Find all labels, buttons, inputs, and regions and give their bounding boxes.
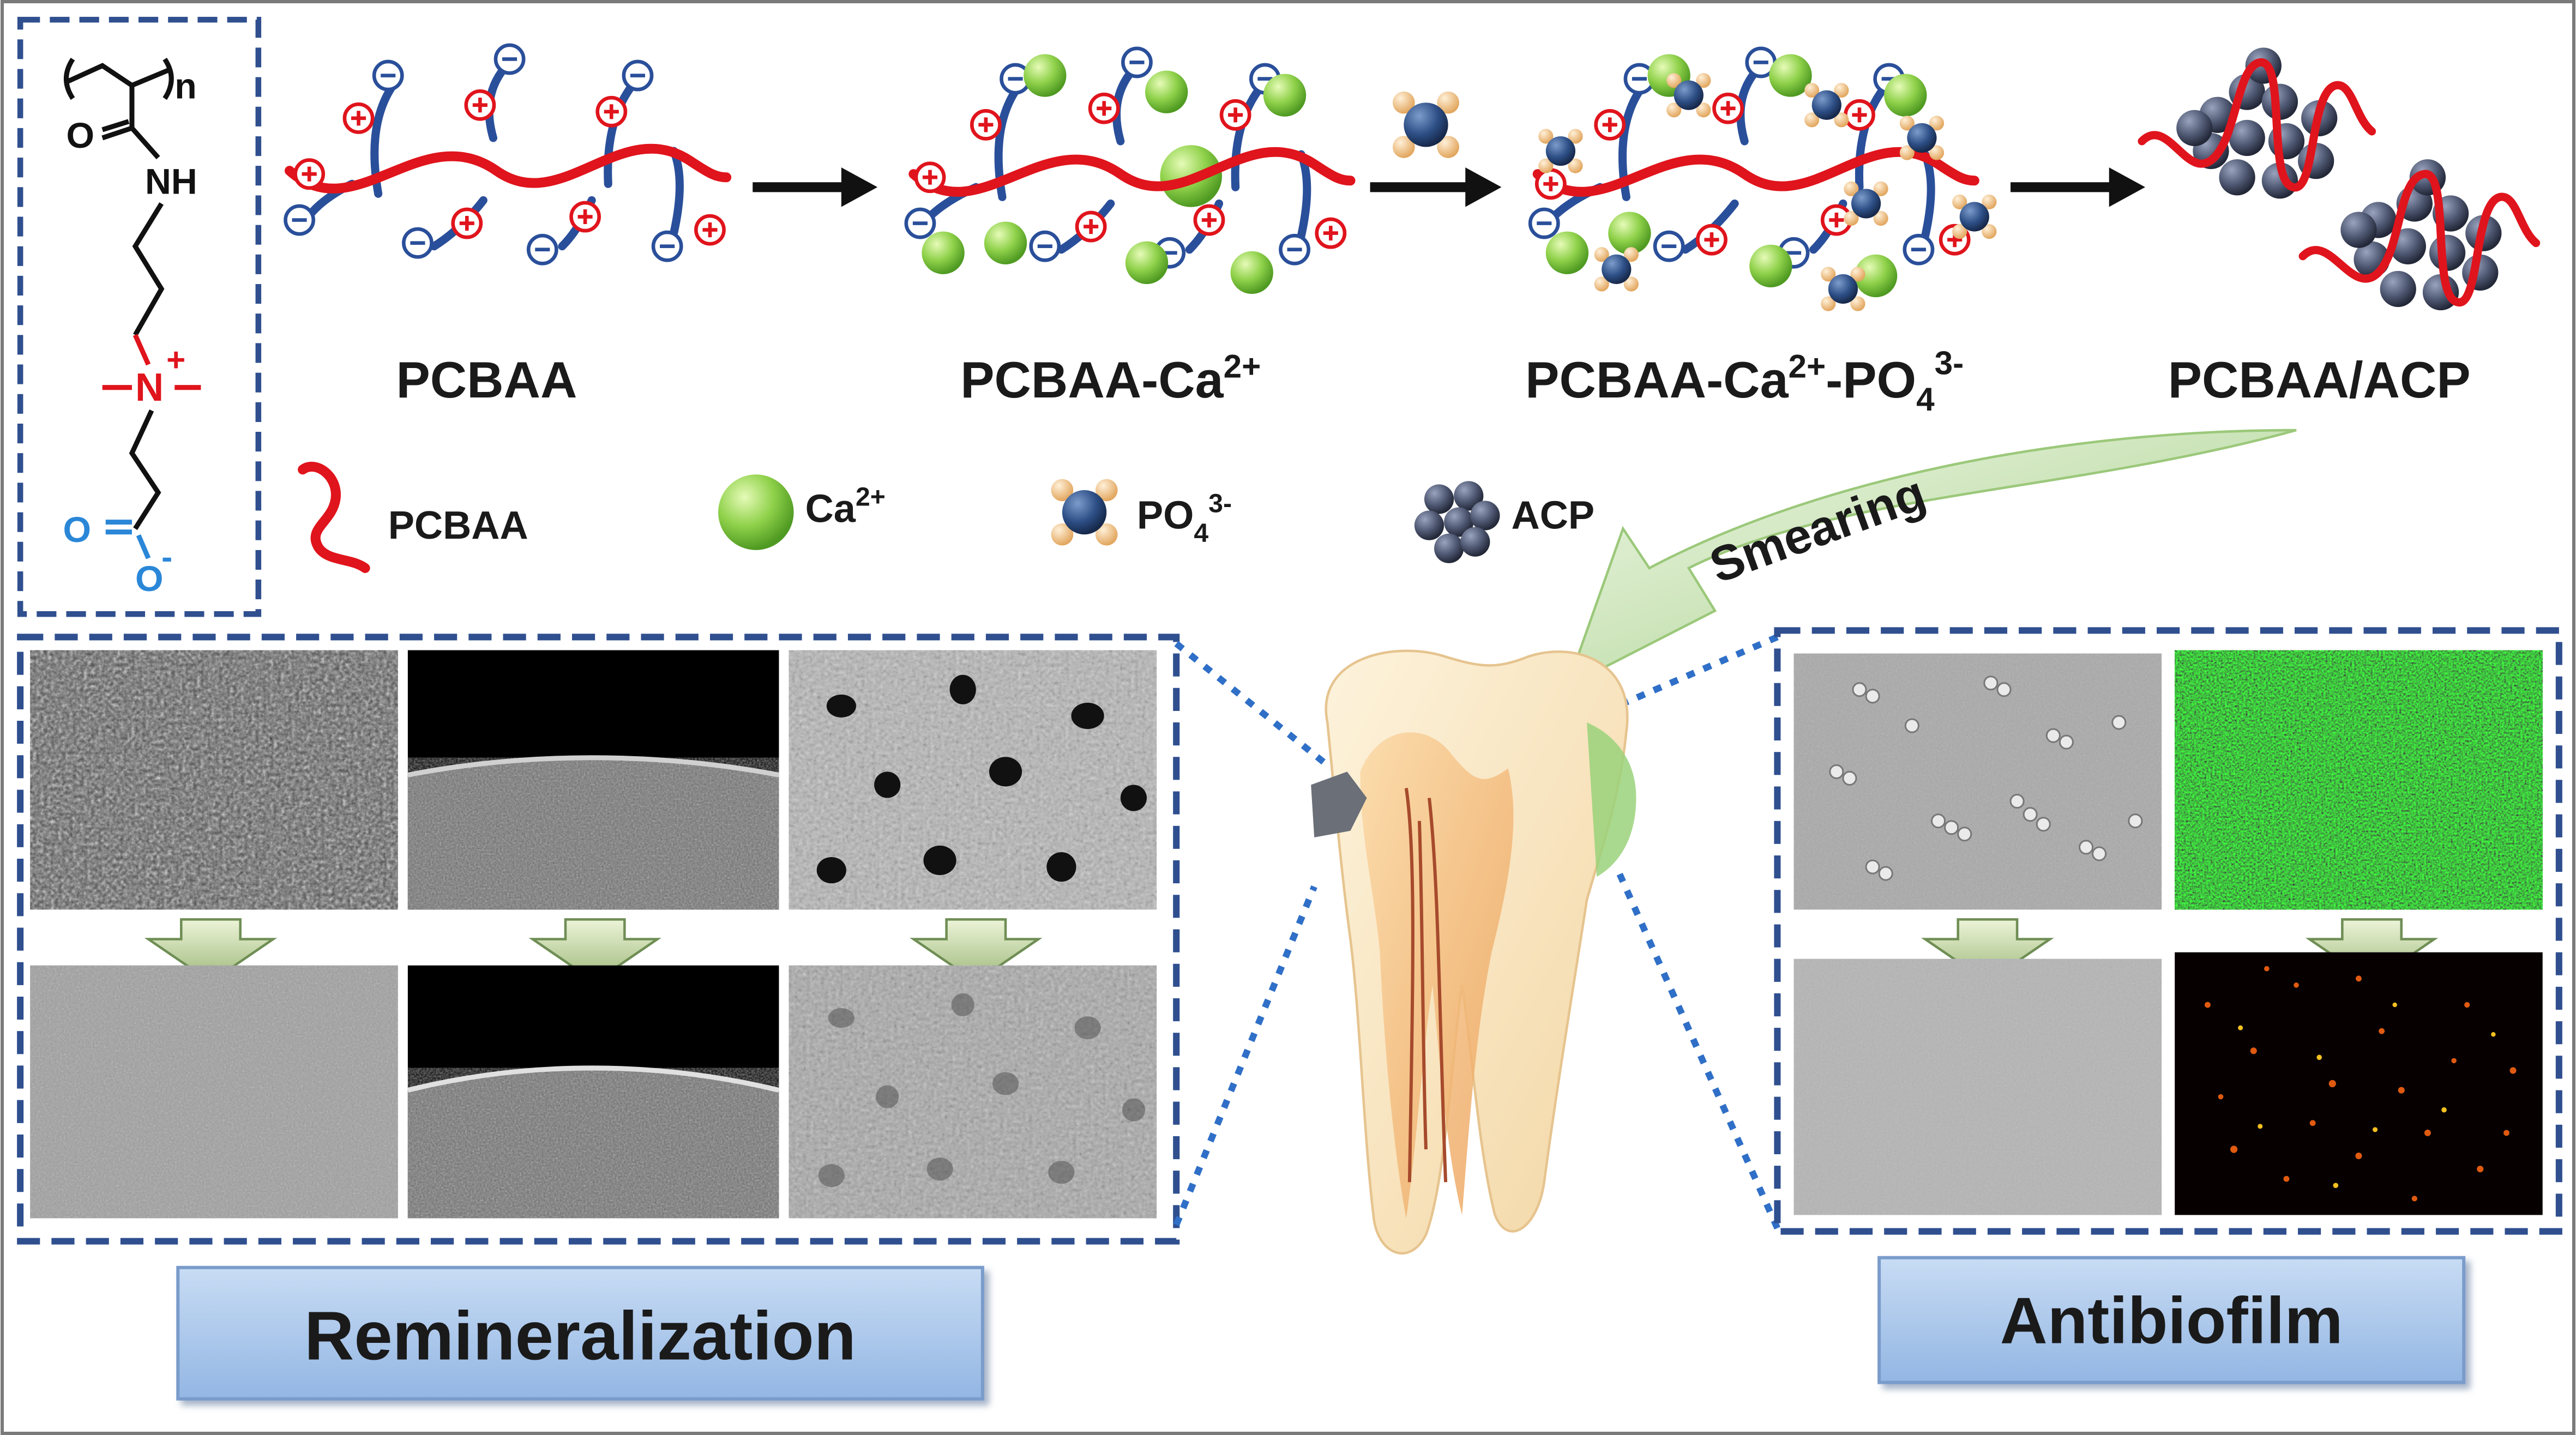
stage-pcbaa-ca-illustration xyxy=(906,49,1356,294)
stage-label-pcbaa-ca-po4: PCBAA-Ca2+-PO43- xyxy=(1525,345,1964,418)
sem-profile-after xyxy=(407,965,780,1219)
legend-calcium-swatch xyxy=(718,474,794,550)
caries-lesion xyxy=(1311,771,1367,837)
carboxyl-o: O xyxy=(63,510,91,550)
legend-label-phosphate: PO43- xyxy=(1137,489,1232,548)
remineralization-panel xyxy=(17,634,1180,1245)
remineralization-label-box: Remineralization xyxy=(176,1265,984,1401)
sem-biofilm-before xyxy=(1793,653,2162,910)
coating-layer xyxy=(1587,722,1636,877)
n-plus: + xyxy=(166,341,185,378)
stage-pcbaa-acp-illustration xyxy=(2138,47,2541,311)
sem-biofilm-after xyxy=(1793,958,2162,1215)
remineralization-label: Remineralization xyxy=(304,1297,856,1374)
legend: PCBAA Ca2+ PO43- ACP xyxy=(298,462,1595,573)
legend-acp-swatch xyxy=(1414,481,1500,563)
stage-label-pcbaa: PCBAA xyxy=(396,351,577,408)
fluorescence-biofilm-after xyxy=(2175,952,2543,1215)
amide-nh: NH xyxy=(145,161,197,202)
legend-label-calcium: Ca2+ xyxy=(805,483,886,531)
down-arrow-left-2 xyxy=(528,918,661,984)
legend-label-pcbaa: PCBAA xyxy=(388,504,528,547)
sem-profile-before xyxy=(407,650,780,910)
legend-pcbaa-swatch xyxy=(298,462,370,573)
down-arrow-left-1 xyxy=(144,918,278,984)
sem-enamel-after xyxy=(30,965,398,1219)
sem-enamel-before xyxy=(30,650,398,910)
stage-pcbaa-illustration xyxy=(286,45,732,264)
quaternary-n: N xyxy=(135,366,164,409)
zoom-lines xyxy=(1173,634,1780,1230)
carbonyl-o: O xyxy=(66,116,94,156)
fluorescence-biofilm-before xyxy=(2175,650,2543,910)
antibiofilm-label-box: Antibiofilm xyxy=(1877,1256,2466,1384)
stage-label-pcbaa-acp: PCBAA/ACP xyxy=(2168,351,2471,408)
stage-pcbaa-ca-po4-illustration xyxy=(1530,49,1996,311)
monomer-structure: n O NH N + O O - xyxy=(17,16,262,617)
sem-dentin-after xyxy=(789,965,1157,1219)
arrow-3 xyxy=(2011,167,2145,207)
repeat-n: n xyxy=(174,67,196,107)
sem-dentin-before xyxy=(789,650,1157,910)
stage-label-pcbaa-ca: PCBAA-Ca2+ xyxy=(960,348,1261,408)
antibiofilm-panel xyxy=(1774,627,2562,1235)
arrow-1 xyxy=(753,145,1222,207)
carboxylate-minus: - xyxy=(161,538,172,575)
legend-label-acp: ACP xyxy=(1512,494,1595,538)
carboxylate-o: O xyxy=(135,559,164,599)
antibiofilm-label: Antibiofilm xyxy=(2000,1283,2343,1357)
down-arrow-left-3 xyxy=(910,918,1043,984)
arrow-2 xyxy=(1370,92,1502,207)
tooth-illustration xyxy=(1311,649,1636,1255)
